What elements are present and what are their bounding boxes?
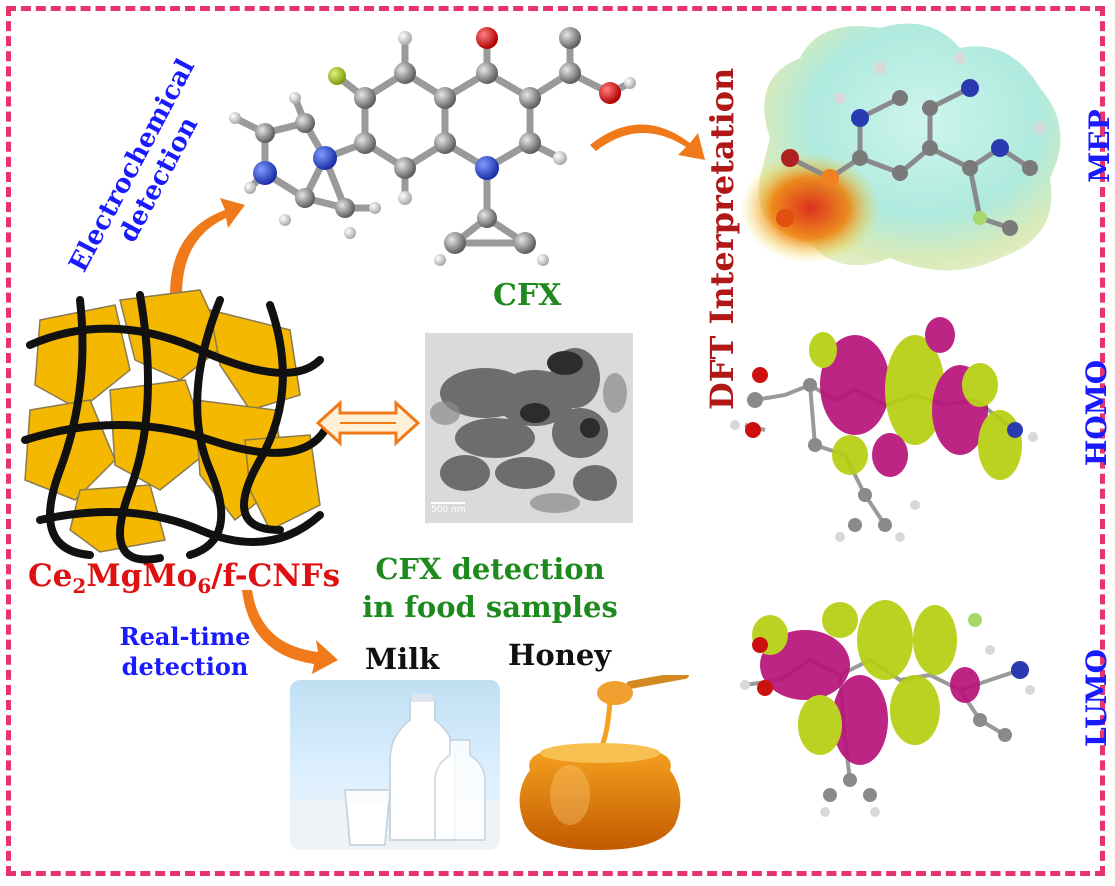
material-sub-2: 2: [72, 574, 87, 599]
material-ce: Ce: [28, 558, 73, 594]
honey-label: Honey: [508, 638, 612, 672]
arrow-electrochemical-icon: [170, 198, 245, 295]
cfx-detection-label: CFX detection in food samples: [345, 550, 635, 626]
mep-label: MEP: [1083, 109, 1115, 183]
material-label: Ce2MgMo6/f-CNFs: [28, 558, 340, 598]
double-arrow-icon: [315, 399, 421, 447]
milk-bottles-icon: [290, 694, 500, 850]
arrow-realtime-icon: [242, 590, 338, 674]
realtime-line1: Real-time: [119, 622, 251, 651]
honey-jar-icon: [519, 675, 689, 850]
mep-surface-icon: [740, 23, 1061, 271]
milk-label: Milk: [365, 642, 440, 676]
composite-nanofiber-icon: [21, 289, 329, 564]
milk-photo: [290, 680, 500, 850]
dashed-frame: [6, 6, 1105, 876]
cfx-label: CFX: [493, 278, 562, 313]
material-sub-6: 6: [197, 574, 212, 599]
cfx-molecule-icon: [229, 27, 636, 266]
cfx-detection-line1: CFX detection: [375, 552, 605, 586]
arrow-to-dft-icon: [590, 124, 705, 160]
realtime-line2: detection: [121, 652, 249, 681]
lumo-label: LUMO: [1080, 649, 1113, 747]
cfx-detection-line2: in food samples: [362, 590, 618, 624]
honey-photo: [510, 675, 695, 855]
homo-orbital-icon: [730, 317, 1038, 542]
scale-bar-label: 500 nm: [431, 505, 466, 515]
tem-image: 500 nm: [425, 333, 633, 523]
material-fcnfs: /f-CNFs: [211, 558, 341, 594]
homo-label: HOMO: [1080, 359, 1113, 467]
tem-particles-icon: [425, 333, 633, 523]
realtime-label: Real-time detection: [105, 622, 265, 682]
lumo-orbital-icon: [740, 600, 1035, 817]
material-mgmo: MgMo: [86, 558, 198, 594]
